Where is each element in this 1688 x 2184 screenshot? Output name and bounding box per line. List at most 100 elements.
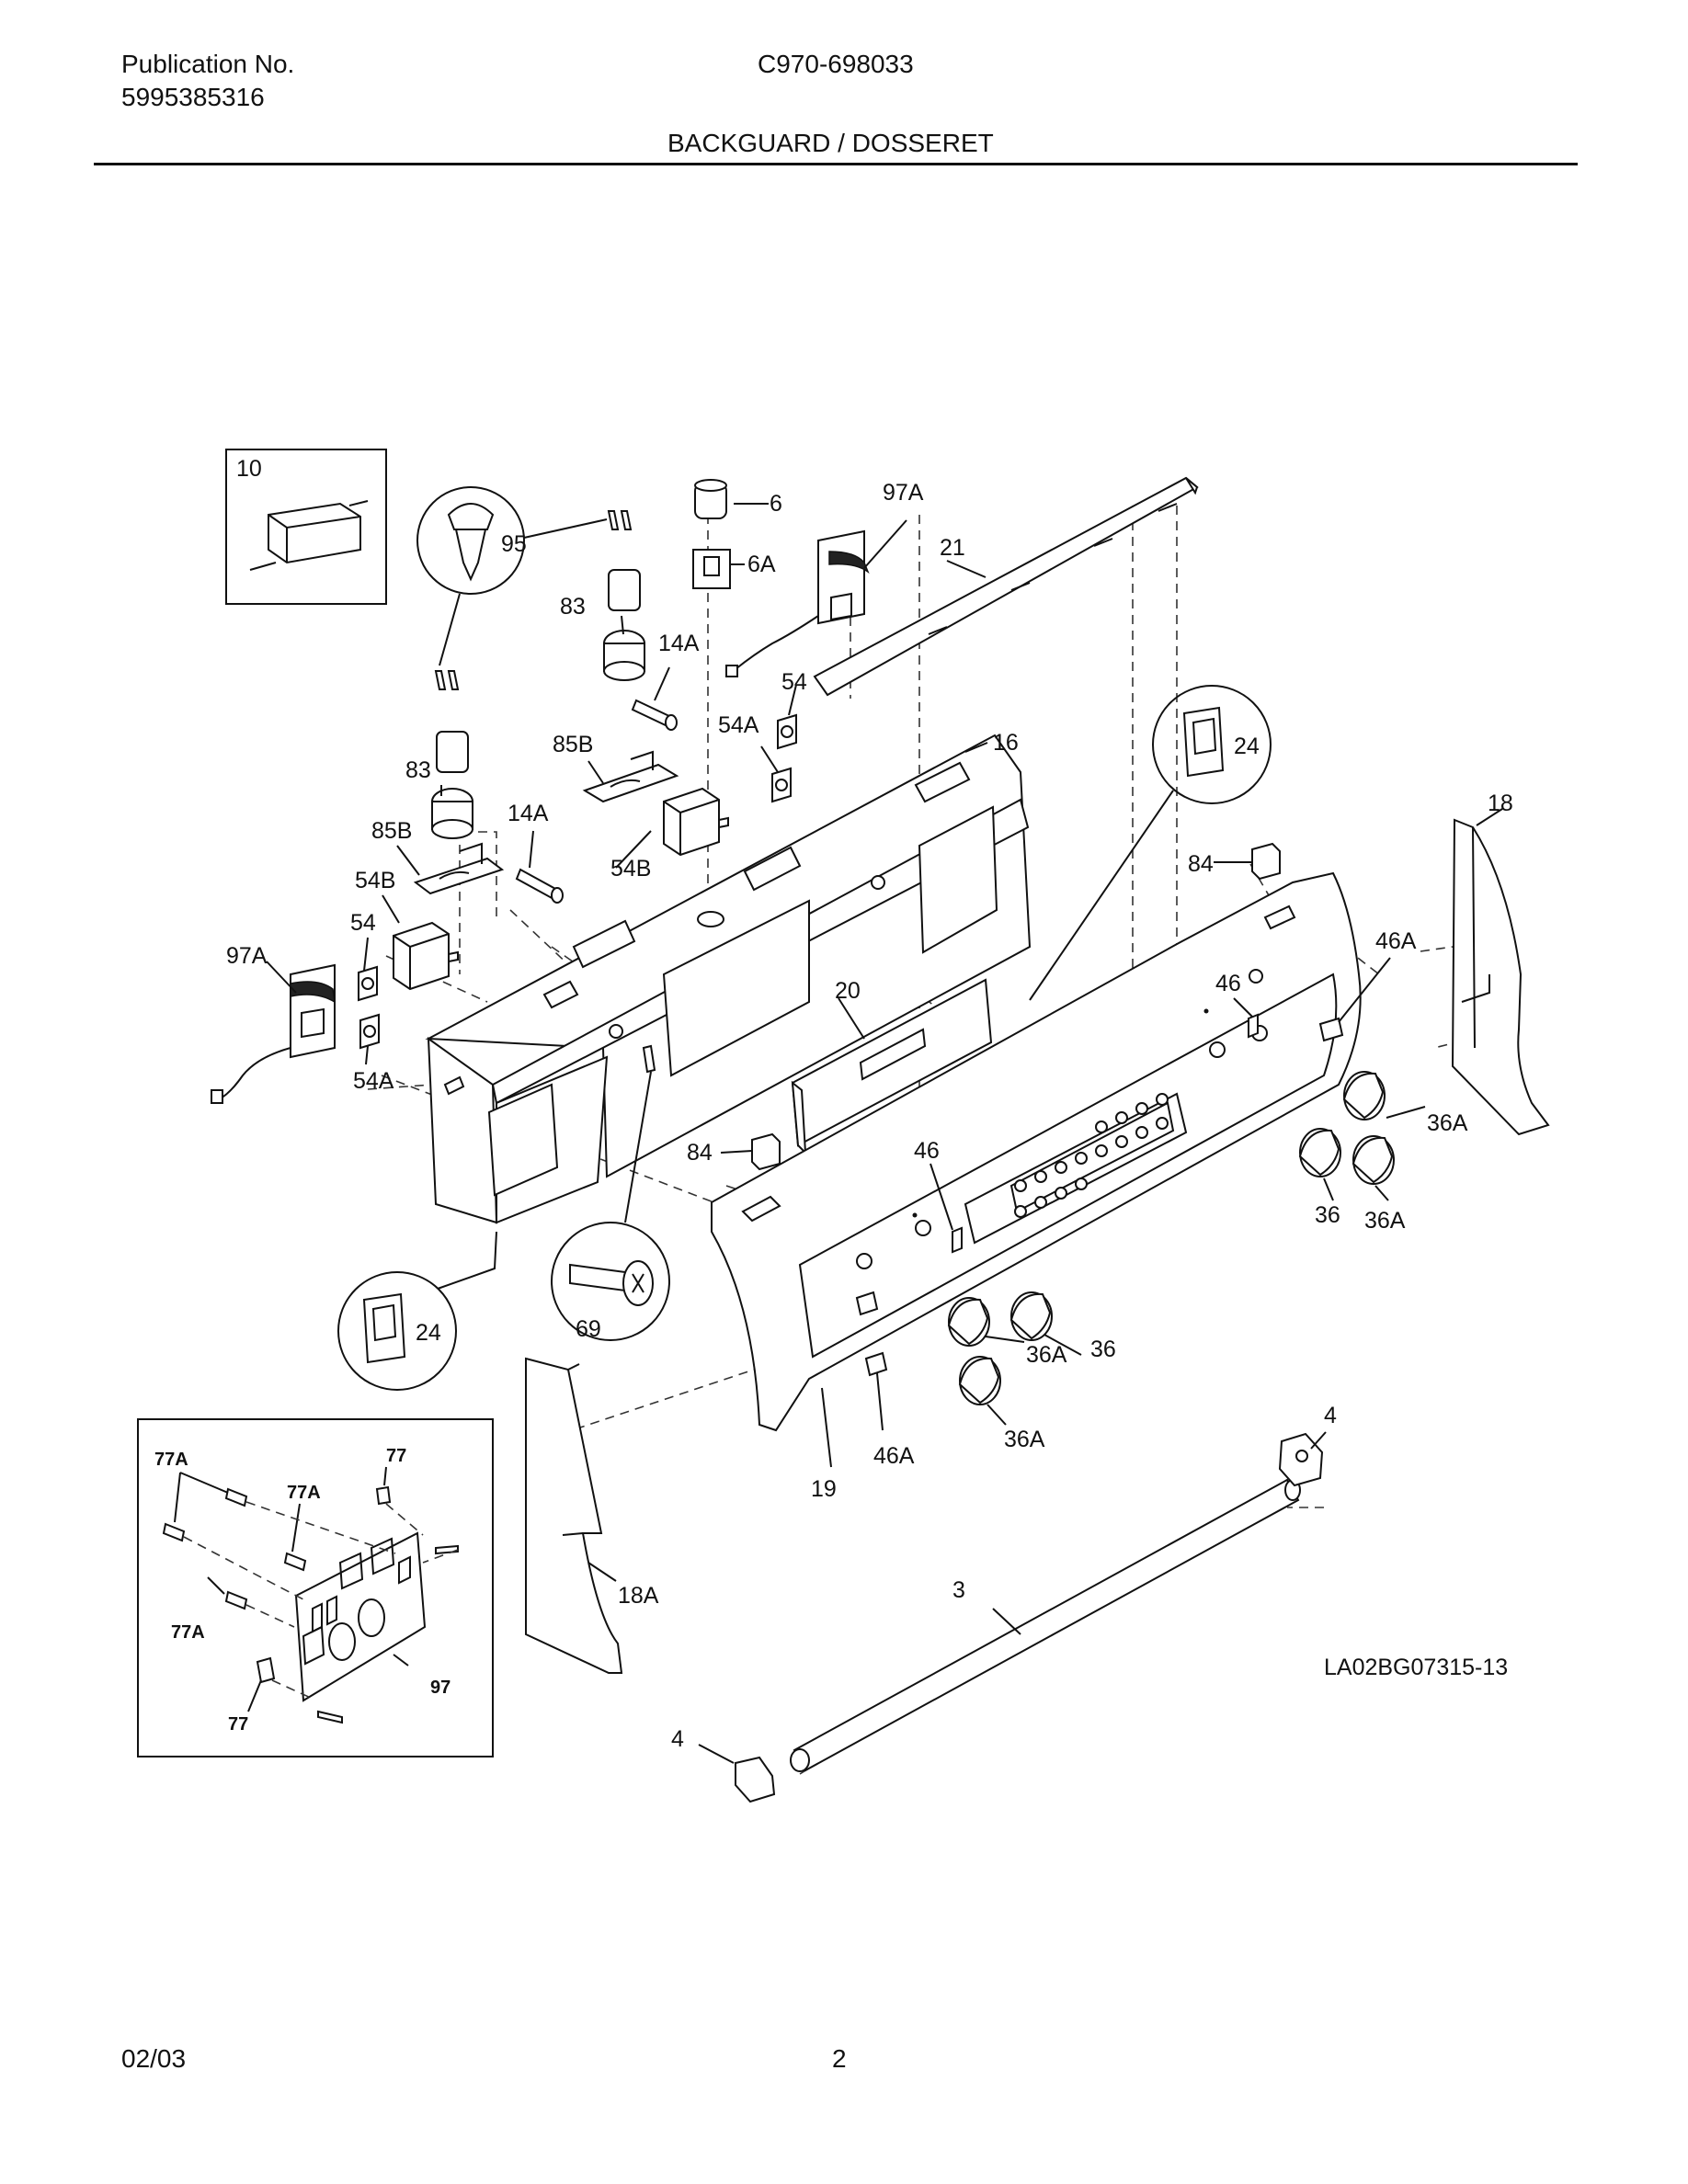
panel-cutout-1	[487, 1083, 559, 1197]
knob-36-mid	[1009, 1291, 1053, 1341]
part-95-circle	[416, 486, 525, 595]
callout-83-left: 83	[405, 757, 431, 783]
callout-10: 10	[236, 456, 262, 482]
callout-83-top: 83	[560, 594, 586, 620]
part-18-endcap	[1451, 818, 1550, 1136]
callout-46A-low: 46A	[873, 1443, 915, 1469]
part-85B-left	[413, 842, 505, 895]
knob-36A-right2	[1352, 1135, 1395, 1185]
callout-85B-left: 85B	[371, 818, 412, 844]
callout-18: 18	[1488, 791, 1513, 816]
callout-85B-top: 85B	[553, 732, 593, 757]
callout-46-right: 46	[1215, 971, 1241, 996]
callout-4-right: 4	[1324, 1403, 1337, 1428]
callout-20: 20	[835, 978, 861, 1004]
inset-callout-77A-a: 77A	[154, 1450, 188, 1470]
part-10-inset	[225, 449, 387, 605]
part-95-head	[447, 503, 495, 530]
part-46-mid	[952, 1226, 963, 1254]
callout-36-mid: 36	[1090, 1337, 1116, 1362]
callout-54-top: 54	[781, 669, 807, 695]
part-21-trim	[813, 476, 1199, 697]
section-title: BACKGUARD / DOSSERET	[667, 129, 994, 157]
part-83-left	[431, 731, 473, 839]
callout-24-left: 24	[416, 1320, 441, 1346]
part-24-circle-right	[1152, 685, 1272, 804]
part-20-display-board	[791, 978, 993, 1155]
callout-labels: 10 95 6 6A 97A 21 83 14A 54 54A 85B 16 2…	[154, 456, 1513, 1752]
panel-cutout-3	[918, 805, 998, 954]
part-3-rod	[790, 1478, 1301, 1772]
part-84-mid	[751, 1132, 781, 1171]
inset-callout-77: 77	[386, 1446, 406, 1466]
callout-46-mid: 46	[914, 1138, 940, 1164]
callout-14A-left: 14A	[508, 801, 549, 826]
panel-holes	[856, 969, 1268, 1269]
part-95-shank	[454, 529, 487, 582]
callout-95: 95	[501, 531, 527, 557]
pins	[434, 510, 633, 690]
callout-3: 3	[952, 1577, 965, 1603]
part-6A-holder	[692, 549, 731, 589]
part-24-circle-left	[337, 1271, 457, 1391]
callout-36-right: 36	[1315, 1202, 1340, 1228]
inset-callout-77A-c: 77A	[171, 1622, 205, 1643]
part-83-top	[603, 569, 645, 681]
part-10-box	[225, 449, 387, 605]
part-69-detail	[551, 1044, 670, 1341]
callout-54A-top: 54A	[718, 712, 759, 738]
part-19-control-panel	[711, 871, 1362, 1432]
callout-84-right: 84	[1188, 851, 1214, 877]
inset-callout-97: 97	[430, 1678, 451, 1698]
callout-19: 19	[811, 1476, 837, 1502]
callout-69: 69	[576, 1316, 601, 1342]
inset-callout-77-b: 77	[228, 1714, 248, 1735]
drawing-code: LA02BG07315-13	[1324, 1655, 1508, 1680]
callout-36A-right2: 36A	[1364, 1208, 1406, 1234]
part-4-left	[735, 1756, 776, 1803]
footer-date: 02/03	[121, 2044, 187, 2073]
part-24-detail-right	[1029, 685, 1272, 1001]
part-85B-top	[582, 750, 679, 803]
knob-36A-right1	[1342, 1071, 1386, 1120]
callout-24-right: 24	[1234, 734, 1260, 759]
callout-84-mid: 84	[687, 1140, 713, 1166]
part-24-detail-left	[337, 1231, 497, 1391]
leader-lines	[266, 503, 1503, 1764]
part-84-right	[1251, 842, 1281, 881]
callout-18A: 18A	[618, 1583, 659, 1609]
inset-callout-77A-b: 77A	[287, 1483, 321, 1503]
callout-54A-left: 54A	[353, 1068, 394, 1094]
control-board-box	[137, 1418, 494, 1757]
publication-number: 5995385316	[121, 83, 265, 111]
part-46A-low	[855, 1291, 888, 1377]
callout-36A-mid: 36A	[1026, 1342, 1067, 1368]
part-16-rear-panel	[425, 734, 1032, 1224]
part-97A-left	[211, 963, 336, 1104]
callout-36A-low: 36A	[1004, 1427, 1045, 1452]
part-54-top	[777, 713, 797, 750]
part-54B-top	[663, 787, 729, 857]
part-46-right	[1248, 1013, 1259, 1039]
header-rule	[94, 163, 1578, 165]
part-10-shield	[268, 502, 361, 564]
part-4-right	[1278, 1432, 1324, 1487]
part-97A-top	[725, 529, 870, 677]
panel-cutout-2	[662, 899, 810, 1077]
callout-14A-top: 14A	[658, 631, 700, 656]
part-54-left	[358, 965, 378, 1002]
callout-21: 21	[940, 535, 965, 561]
callout-54B-left: 54B	[355, 868, 395, 893]
model-number: C970-698033	[758, 50, 914, 78]
callout-36A-right1: 36A	[1427, 1110, 1468, 1136]
part-69-circle	[551, 1222, 670, 1341]
knob-36A-mid	[947, 1297, 990, 1347]
callout-46A-right: 46A	[1375, 928, 1417, 954]
callout-16: 16	[993, 730, 1019, 756]
part-46A-right	[1318, 1017, 1344, 1042]
footer-page-number: 2	[832, 2044, 847, 2073]
callout-54B-top: 54B	[610, 856, 651, 882]
knob-36-right	[1298, 1128, 1341, 1177]
callout-6: 6	[770, 491, 782, 517]
